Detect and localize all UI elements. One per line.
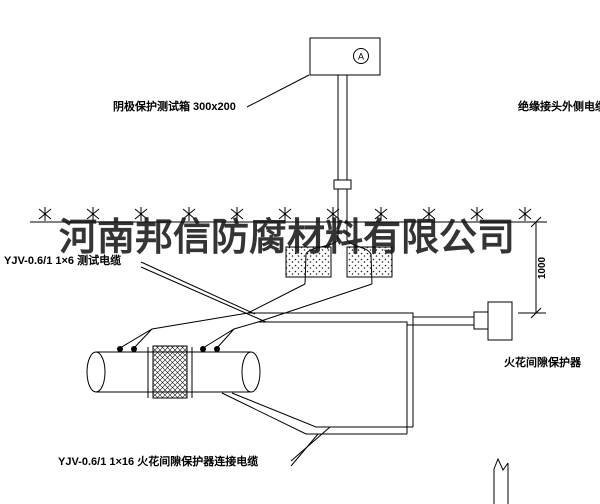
pipe-break-symbol <box>493 457 509 504</box>
cable-run-lower <box>257 283 408 434</box>
protector-body <box>487 301 513 341</box>
ammeter-symbol-circle <box>353 48 369 64</box>
test-cable-left <box>304 239 339 285</box>
cable-branch-right-pair <box>202 321 259 349</box>
spark-gap-protector-label: 火花间隙保护器 <box>504 357 581 369</box>
test-point-dot <box>214 346 220 352</box>
concrete-block-right <box>346 246 393 278</box>
cable-branch-left-pair <box>119 312 249 349</box>
ground-symbol-icon <box>518 206 532 222</box>
test-cable-right <box>346 239 373 285</box>
spark-cable-run-1 <box>231 392 413 428</box>
dimension-tick-bottom <box>530 307 542 319</box>
conduit-coupling <box>333 179 352 190</box>
test-cable-leader-1 <box>140 261 256 315</box>
test-point-dot <box>200 346 206 352</box>
bottom-cable-leader-2 <box>290 433 319 467</box>
spark-cable-run-2 <box>221 392 407 435</box>
insulated-joint-cable-label: 绝缘接头外侧电缆 <box>518 101 600 113</box>
test-box-leader-line <box>246 74 310 108</box>
break-zigzag <box>493 457 509 471</box>
test-cable-leader-2 <box>140 266 267 323</box>
ground-line-group <box>30 206 533 223</box>
pipe-group <box>86 345 261 399</box>
company-watermark: 河南邦信防腐材料有限公司 <box>59 217 516 259</box>
dimension-group: 1000 <box>518 216 548 319</box>
spark-gap-protector-group <box>473 301 513 341</box>
leader-lines-group <box>140 261 331 467</box>
test-point-dot <box>131 346 137 352</box>
ammeter-letter: A <box>358 52 364 62</box>
cable-network-group <box>119 239 474 435</box>
pipe-left-end <box>86 351 106 393</box>
bottom-cable-leader-1 <box>290 426 331 462</box>
test-point-dot <box>117 346 123 352</box>
protector-terminal <box>473 311 489 330</box>
dimension-tick-top <box>530 216 542 228</box>
bottom-cable-label: YJV-0.6/1 1×16 火花间隙保护器连接电缆 <box>58 456 259 468</box>
cable-run-upper <box>247 283 414 427</box>
test-cable-label: YJV-0.6/1 1×6 测试电缆 <box>4 255 122 267</box>
test-box-label: 阴极保护测试箱 300x200 <box>113 101 236 113</box>
pipe-right-end <box>241 351 261 393</box>
dimension-text: 1000 <box>537 256 548 279</box>
insulating-joint <box>152 345 188 399</box>
ground-symbol-icon <box>38 206 52 222</box>
test-point-dots <box>117 346 220 352</box>
conduit-group <box>333 75 352 240</box>
test-box-group: A <box>246 37 381 108</box>
test-box <box>309 37 381 76</box>
